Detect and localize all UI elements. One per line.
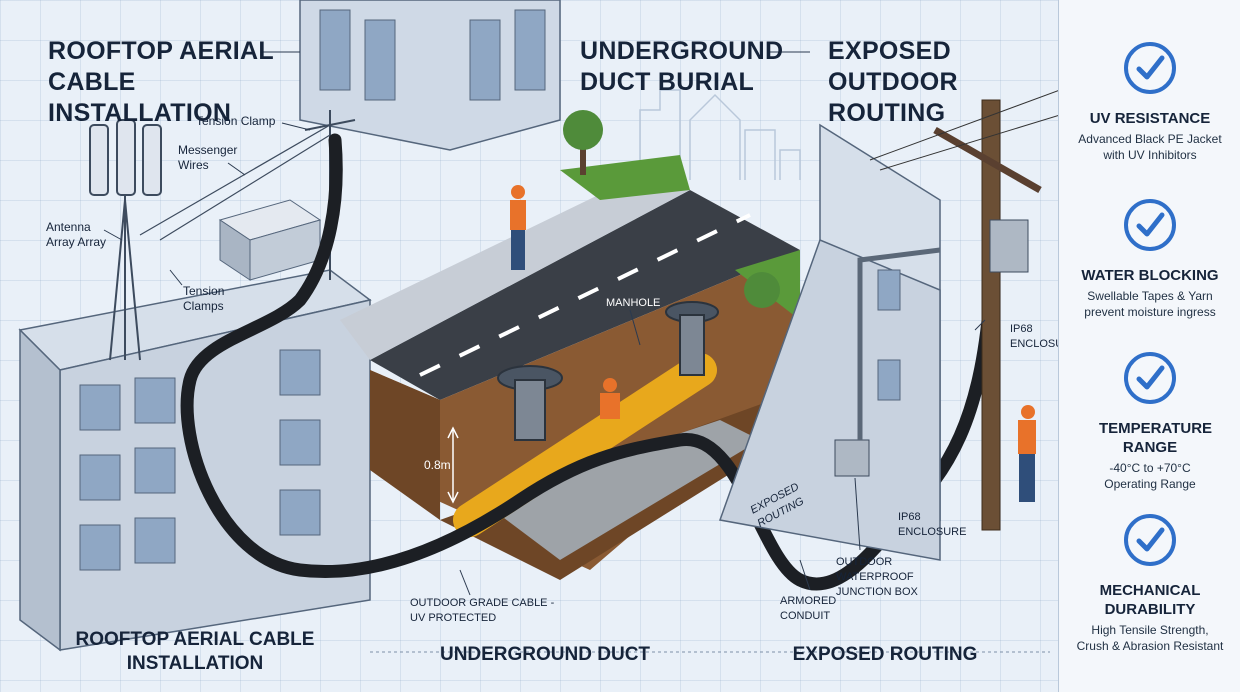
features-panel: UV Resistance Advanced Black PE Jacket w…: [1058, 0, 1240, 692]
feature-uv-resistance: UV Resistance Advanced Black PE Jacket w…: [1059, 40, 1240, 163]
rooftop-building: [18, 0, 561, 652]
workers: [510, 185, 1036, 502]
check-circle-icon: [1124, 199, 1176, 251]
exposed-section-title: Exposed Outdoor Routing: [828, 37, 958, 127]
feature-desc: Swellable Tapes & Yarn prevent moisture …: [1084, 289, 1216, 319]
feature-desc: High Tensile Strength, Crush & Abrasion …: [1076, 623, 1224, 653]
feature-title: Mechanical Durability: [1099, 582, 1201, 618]
check-circle-icon: [1124, 514, 1176, 566]
tree: [563, 110, 603, 175]
yellow-duct: [453, 353, 717, 537]
antenna-array-label: Antenna Array Array: [46, 220, 107, 249]
feature-water-blocking: Water Blocking Swellable Tapes & Yarn pr…: [1059, 197, 1240, 320]
underground-section-title: Underground Duct Burial: [580, 37, 784, 96]
feature-mechanical-durability: Mechanical Durability High Tensile Stren…: [1059, 512, 1240, 654]
footer-exposed: Exposed Routing: [792, 644, 978, 665]
tree: [744, 272, 780, 308]
feature-temperature-range: Temperature Range -40°C to +70°C Operati…: [1059, 350, 1240, 492]
feature-desc: -40°C to +70°C Operating Range: [1104, 461, 1196, 491]
feature-title: Temperature Range: [1099, 420, 1213, 456]
callout-leaders: [103, 51, 1050, 653]
manholes: [497, 301, 719, 441]
manhole-label: MANHOLE: [606, 297, 661, 309]
tension-clamps-label: Tension Clamps: [183, 284, 225, 313]
armored-conduit-label: Armored Conduit: [780, 595, 837, 622]
city-skyline: [639, 89, 801, 180]
check-circle-icon: [1124, 352, 1176, 404]
feature-title: Water Blocking: [1081, 267, 1219, 284]
feature-desc: Advanced Black PE Jacket with UV Inhibit…: [1078, 132, 1222, 162]
installation-scene: [18, 0, 1060, 653]
antenna-mast: [89, 119, 162, 361]
check-circle-icon: [1124, 42, 1176, 94]
tension-clamp-label: Tension Clamp: [196, 114, 276, 128]
footer-rooftop: Rooftop Aerial Cable Installation: [75, 629, 315, 674]
exposed-wall: [718, 123, 941, 561]
feature-title: UV Resistance: [1089, 110, 1211, 127]
outdoor-cable-label: Outdoor Grade Cable - UV Protected: [410, 597, 555, 624]
junction-box-label: Outdoor Waterproof Junction Box: [836, 556, 918, 598]
utility-pole: [869, 89, 1060, 531]
ip68-wall-label: IP68 Enclosure: [898, 511, 967, 538]
depth-label: 0.8m: [424, 458, 451, 472]
rooftop-section-title: Rooftop Aerial Cable Installation: [48, 37, 274, 127]
footer-underground: Underground Duct: [439, 644, 651, 665]
depth-marker: [447, 426, 459, 504]
messenger-wires-label: Messenger Wires: [178, 143, 238, 172]
